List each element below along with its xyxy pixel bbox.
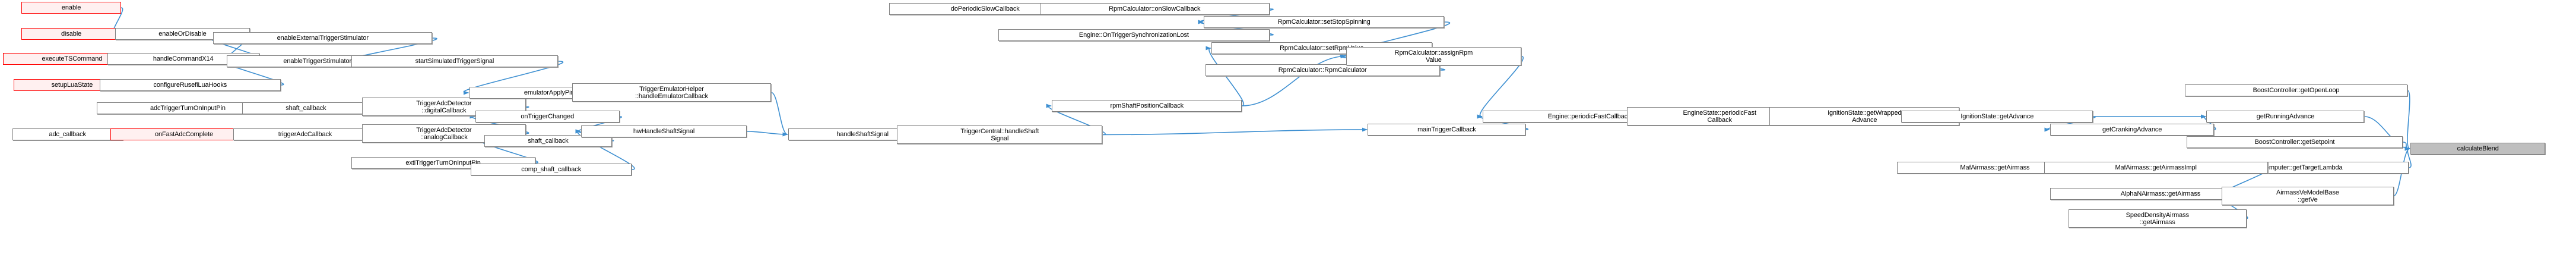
graph-node-SpeedDensityAirmass_getAirmass[interactable]: SpeedDensityAirmass ::getAirmass bbox=[2068, 209, 2247, 228]
graph-edge-TriggerEmulatorHelper_handleEmulatorCallback-to-handleShaftSignal bbox=[771, 92, 788, 137]
graph-edge-TriggerCentral_handleShaftSignal-to-rpmShaftPositionCallback bbox=[1046, 103, 1106, 136]
graph-edge-getRunningAdvance-to-calculateBlend bbox=[2364, 116, 2410, 151]
graph-node-configureRusefiLuaHooks[interactable]: configureRusefiLuaHooks bbox=[99, 79, 281, 91]
graph-node-IgnitionState_getAdvance[interactable]: IgnitionState::getAdvance bbox=[1901, 111, 2093, 122]
graph-node-triggerAdcCallback[interactable]: triggerAdcCallback bbox=[233, 128, 377, 140]
graph-node-AlphaNAirmass_getAirmass[interactable]: AlphaNAirmass::getAirmass bbox=[2050, 188, 2271, 200]
graph-edge-mainTriggerCallback-to-Engine_periodicFastCallback bbox=[1477, 114, 1528, 130]
graph-node-Engine_OnTriggerSynchronizationLost[interactable]: Engine::OnTriggerSynchronizationLost bbox=[998, 29, 1270, 41]
graph-edge-RpmCalculator_assignRpmValue-to-Engine_periodicFastCallback bbox=[1477, 55, 1524, 119]
graph-node-shaft_callback_2[interactable]: shaft_callback bbox=[484, 135, 612, 147]
graph-edge-rpmShaftPositionCallback-to-RpmCalculator_assignRpmValue bbox=[1242, 54, 1346, 106]
graph-edge-getCrankingAdvance-to-getRunningAdvance bbox=[2200, 114, 2216, 130]
graph-node-BoostController_getSetpoint[interactable]: BoostController::getSetpoint bbox=[2186, 136, 2403, 148]
graph-node-comp_shaft_callback[interactable]: comp_shaft_callback bbox=[471, 164, 632, 175]
graph-node-mainTriggerCallback[interactable]: mainTriggerCallback bbox=[1368, 124, 1526, 136]
graph-node-RpmCalculator_RpmCalculator[interactable]: RpmCalculator::RpmCalculator bbox=[1205, 64, 1440, 76]
graph-edge-TriggerCentral_handleShaftSignal-to-mainTriggerCallback bbox=[1102, 127, 1368, 136]
graph-node-disable[interactable]: disable bbox=[21, 28, 122, 40]
graph-node-handleCommandX14[interactable]: handleCommandX14 bbox=[107, 53, 259, 65]
graph-node-IgnitionState_getWrappedAdvance[interactable]: IgnitionState::getWrapped Advance bbox=[1769, 107, 1960, 125]
graph-edge-startSimulatedTriggerSignal-to-emulatorApplyPinState bbox=[463, 61, 564, 95]
graph-edge-BoostController_getOpenLoop-to-calculateBlend bbox=[2404, 90, 2410, 151]
graph-node-startSimulatedTriggerSignal[interactable]: startSimulatedTriggerSignal bbox=[351, 55, 559, 67]
graph-node-AirmassVeModelBase_getVe[interactable]: AirmassVeModelBase ::getVe bbox=[2222, 187, 2394, 205]
graph-node-executeTSCommand[interactable]: executeTSCommand bbox=[3, 53, 141, 65]
graph-node-getRunningAdvance[interactable]: getRunningAdvance bbox=[2206, 111, 2365, 122]
graph-node-TriggerEmulatorHelper_handleEmulatorCallback[interactable]: TriggerEmulatorHelper ::handleEmulatorCa… bbox=[572, 83, 772, 102]
graph-node-onTriggerChanged[interactable]: onTriggerChanged bbox=[475, 111, 620, 122]
graph-edge-IgnitionState_getAdvance-to-getCrankingAdvance bbox=[2044, 116, 2096, 132]
graph-node-RpmCalculator_setStopSpinning[interactable]: RpmCalculator::setStopSpinning bbox=[1203, 16, 1445, 28]
graph-node-RpmCalculator_assignRpmValue[interactable]: RpmCalculator::assignRpm Value bbox=[1346, 47, 1521, 65]
graph-node-enableExternalTriggerStimulator[interactable]: enableExternalTriggerStimulator bbox=[213, 32, 433, 44]
graph-node-TriggerCentral_handleShaftSignal[interactable]: TriggerCentral::handleShaft Signal bbox=[897, 125, 1103, 144]
graph-node-adcTriggerTurnOnInputPin[interactable]: adcTriggerTurnOnInputPin bbox=[96, 102, 280, 114]
graph-edge-rpmShaftPositionCallback-to-RpmCalculator_setRpmValue bbox=[1205, 46, 1244, 106]
graph-edge-Engine_OnTriggerSynchronizationLost-to-RpmCalculator_setStopSpinning bbox=[1198, 20, 1274, 36]
graph-node-doPeriodicSlowCallback[interactable]: doPeriodicSlowCallback bbox=[889, 3, 1081, 15]
graph-node-BoostController_getOpenLoop[interactable]: BoostController::getOpenLoop bbox=[2185, 84, 2407, 96]
graph-node-rpmShaftPositionCallback[interactable]: rpmShaftPositionCallback bbox=[1052, 100, 1242, 112]
graph-edge-hwHandleShaftSignal-to-handleShaftSignal bbox=[747, 131, 788, 137]
graph-node-calculateBlend[interactable]: calculateBlend bbox=[2410, 143, 2546, 155]
graph-node-shaft_callback_1[interactable]: shaft_callback bbox=[242, 102, 370, 114]
graph-node-enable[interactable]: enable bbox=[21, 2, 122, 14]
graph-node-getCrankingAdvance[interactable]: getCrankingAdvance bbox=[2050, 124, 2215, 136]
graph-node-adc_callback[interactable]: adc_callback bbox=[12, 128, 123, 140]
graph-node-hwHandleShaftSignal[interactable]: hwHandleShaftSignal bbox=[581, 125, 747, 137]
graph-edge-comp_shaft_callback-to-hwHandleShaftSignal bbox=[575, 129, 635, 170]
graph-node-MafAirmass_getAirmass[interactable]: MafAirmass::getAirmass bbox=[1896, 162, 2093, 174]
graph-node-RpmCalculator_onSlowCallback[interactable]: RpmCalculator::onSlowCallback bbox=[1039, 3, 1270, 15]
graph-node-MafAirmass_getAirmassImpl[interactable]: MafAirmass::getAirmassImpl bbox=[2044, 162, 2268, 174]
